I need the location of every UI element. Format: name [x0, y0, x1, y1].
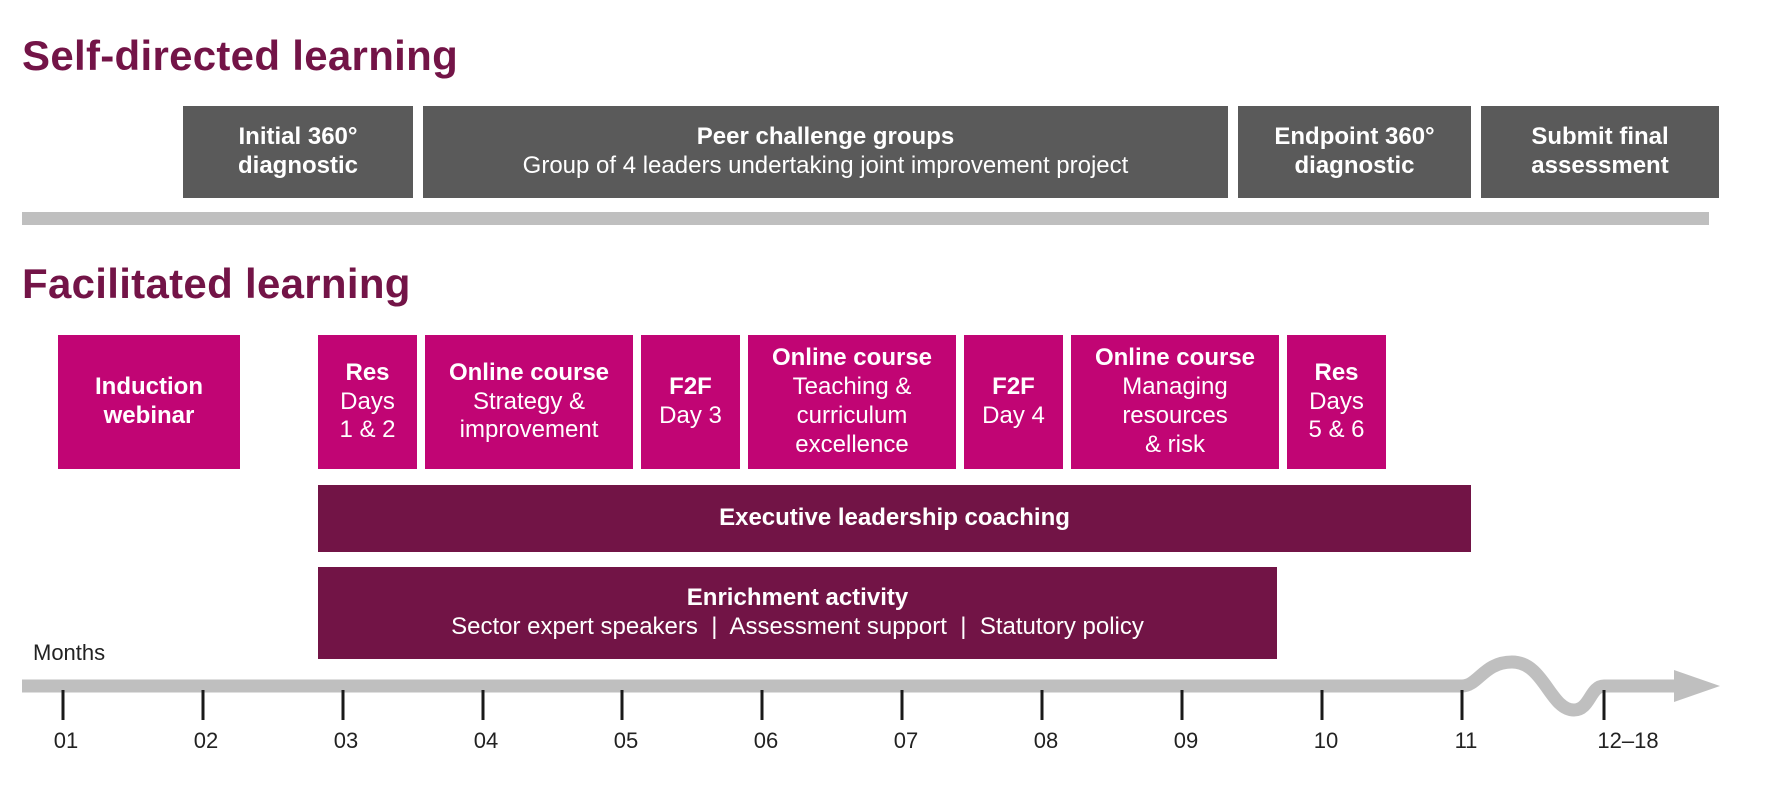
box-title: F2F [669, 373, 712, 401]
box-title: Peer challenge groups [696, 123, 955, 151]
tick-label-01: 01 [53, 728, 79, 753]
tick-label-10: 10 [1313, 728, 1339, 753]
box-subtitle-1: Days [1309, 387, 1364, 415]
box-subtitle-2: improvement [459, 416, 599, 444]
tick-label-09: 09 [1173, 728, 1199, 753]
box-title-line2: diagnostic [1294, 152, 1415, 179]
tick-label-11: 11 [1454, 728, 1478, 753]
axis-label-months: Months [33, 640, 106, 665]
timeline-axis [22, 655, 1720, 720]
bar-subtitle: Sector expert speakers | Assessment supp… [451, 613, 1144, 640]
tick-label-06: 06 [753, 728, 779, 753]
box-f2f-day-4: F2F Day 4 [964, 335, 1063, 469]
section-title-facilitated: Facilitated learning [22, 260, 411, 307]
box-title: Induction [95, 373, 203, 401]
box-subtitle-2: 5 & 6 [1308, 416, 1365, 444]
box-title: Res [1314, 358, 1359, 386]
box-online-course-strategy: Online course Strategy & improvement [425, 335, 633, 469]
box-title: Res [345, 358, 390, 386]
box-title: Online course [1094, 344, 1256, 372]
timeline-arrowhead [1674, 670, 1720, 702]
box-title: Initial 360° [238, 123, 358, 151]
box-subtitle-1: Strategy & [472, 387, 586, 415]
bar-title: Executive leadership coaching [719, 504, 1070, 532]
box-res-days-1-2: Res Days 1 & 2 [318, 335, 417, 469]
tick-label-04: 04 [473, 728, 499, 753]
box-title: Submit final [1531, 123, 1669, 151]
box-title: Online course [771, 344, 933, 372]
box-induction-webinar: Induction webinar [58, 335, 240, 469]
section-title-self-directed: Self-directed learning [22, 32, 459, 79]
tick-label-08: 08 [1033, 728, 1059, 753]
tick-label-02: 02 [193, 728, 219, 753]
box-subtitle-2: 1 & 2 [339, 416, 396, 444]
box-title-line2: assessment [1531, 152, 1669, 179]
box-subtitle-1: Managing [1122, 373, 1228, 401]
tick-marks [61, 690, 1606, 720]
box-submit-final-assessment: Submit final assessment [1481, 106, 1719, 198]
box-online-course-managing: Online course Managing resources & risk [1071, 335, 1279, 469]
timeline-line [22, 655, 1680, 717]
box-subtitle-2: curriculum [796, 402, 908, 429]
box-subtitle-1: Day 3 [659, 402, 722, 429]
bar-title: Enrichment activity [686, 584, 909, 612]
tick-label-12–18: 12–18 [1597, 728, 1659, 753]
tick-label-03: 03 [333, 728, 359, 753]
bar-executive-coaching: Executive leadership coaching [318, 485, 1471, 552]
box-endpoint-360-diagnostic: Endpoint 360° diagnostic [1238, 106, 1471, 198]
section-divider [22, 212, 1709, 225]
box-subtitle-2: resources [1122, 402, 1228, 429]
box-title: Online course [448, 358, 610, 386]
tick-label-07: 07 [893, 728, 919, 753]
box-initial-360-diagnostic: Initial 360° diagnostic [183, 106, 413, 198]
tick-label-05: 05 [613, 728, 639, 753]
bar-enrichment-activity: Enrichment activity Sector expert speake… [318, 567, 1277, 659]
box-subtitle-1: Day 4 [982, 402, 1045, 429]
box-f2f-day-3: F2F Day 3 [641, 335, 740, 469]
box-subtitle-3: & risk [1145, 430, 1205, 458]
box-subtitle-1: Days [340, 387, 395, 415]
box-title-line2: webinar [103, 402, 195, 429]
box-title: F2F [992, 373, 1035, 401]
box-res-days-5-6: Res Days 5 & 6 [1287, 335, 1386, 469]
box-subtitle: Group of 4 leaders undertaking joint imp… [522, 152, 1129, 179]
box-subtitle-1: Teaching & [792, 373, 912, 401]
box-title: Endpoint 360° [1274, 123, 1435, 151]
box-title-line2: diagnostic [237, 152, 358, 179]
box-subtitle-3: excellence [795, 430, 909, 458]
box-peer-challenge-groups: Peer challenge groups Group of 4 leaders… [423, 106, 1228, 198]
box-online-course-teaching: Online course Teaching & curriculum exce… [748, 335, 956, 469]
